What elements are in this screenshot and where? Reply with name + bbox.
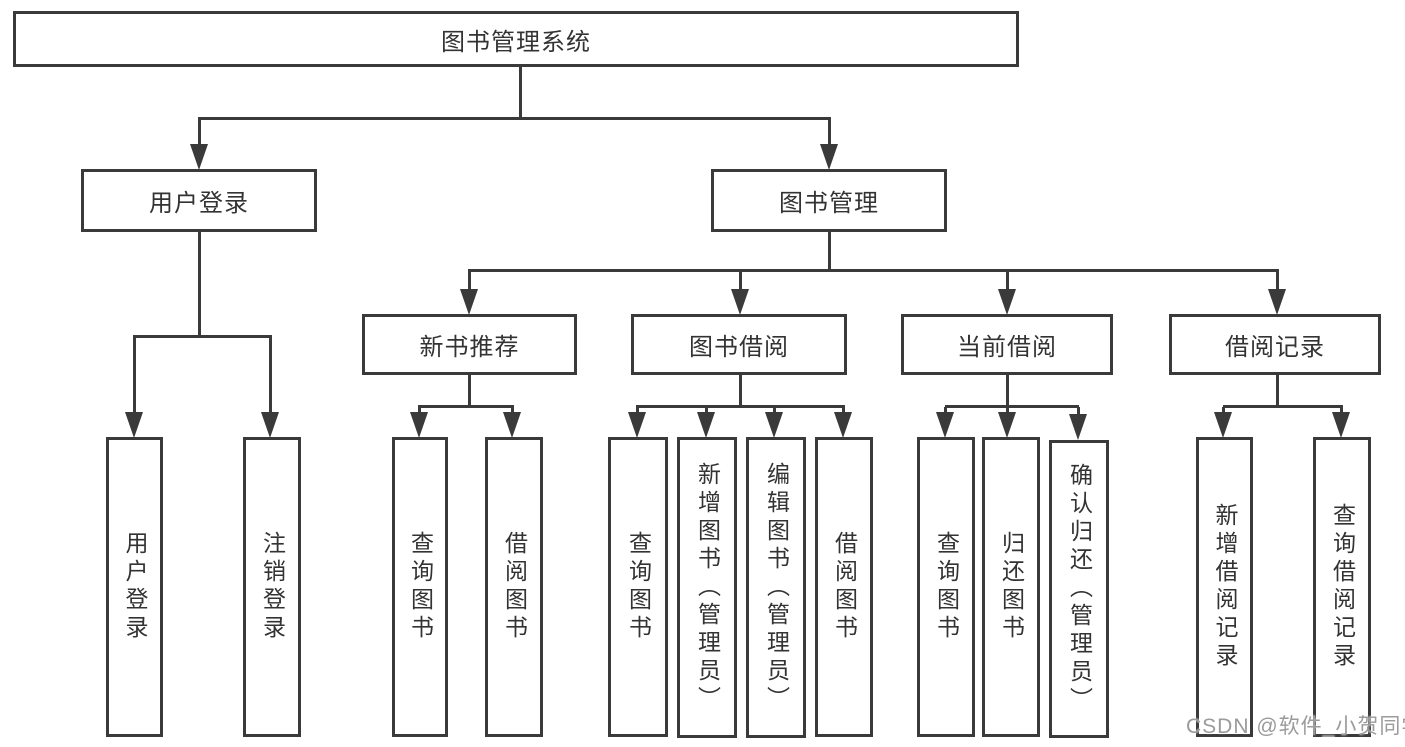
connector-vline-borrow-records: [1276, 374, 1279, 408]
node-book-borrow: 图书借阅: [631, 314, 847, 375]
node-user-login: 用户登录: [81, 169, 317, 232]
leaf-bb-query-books: 查询图书: [608, 437, 668, 737]
connector-arrow-stem: [418, 407, 421, 415]
node-book-borrow-label: 图书借阅: [689, 334, 789, 361]
connector-hline-borrow-records: [1223, 405, 1343, 408]
arrowhead-icon: [731, 289, 749, 315]
leaf-bb-edit-books-admin: 编辑图书（管理员）: [746, 437, 806, 738]
leaf-bb-query-books-label: 查询图书: [625, 531, 652, 643]
leaf-nbr-query-books-label: 查询图书: [407, 531, 434, 643]
connector-arrow-stem: [944, 407, 947, 415]
connector-arrow-stem: [468, 271, 471, 292]
arrowhead-icon: [1268, 289, 1286, 315]
node-user-login-label: 用户登录: [149, 190, 249, 217]
leaf-br-add-record-label: 新增借阅记录: [1212, 503, 1238, 671]
leaf-br-query-record: 查询借阅记录: [1313, 437, 1371, 737]
arrowhead-icon: [410, 412, 428, 438]
node-new-book-recommend: 新书推荐: [362, 314, 577, 375]
leaf-cb-return-books-label: 归还图书: [998, 531, 1025, 643]
arrowhead-icon: [936, 412, 954, 438]
node-new-book-recommend-label: 新书推荐: [419, 334, 520, 361]
arrowhead-icon: [765, 412, 783, 438]
leaf-cb-query-books: 查询图书: [917, 437, 975, 737]
connector-arrow-stem: [739, 271, 742, 292]
leaf-br-add-record: 新增借阅记录: [1196, 437, 1253, 737]
connector-hline-level3: [468, 269, 1279, 272]
arrowhead-icon: [1214, 412, 1232, 438]
connector-arrow-stem: [1222, 407, 1225, 415]
connector-hline-user-login: [133, 335, 272, 338]
leaf-bb-borrow-books: 借阅图书: [815, 437, 873, 737]
connector-vline-current-borrow: [1006, 374, 1009, 408]
node-current-borrow: 当前借阅: [901, 314, 1113, 375]
connector-hline-book-borrow: [636, 405, 845, 408]
arrowhead-icon: [697, 412, 715, 438]
connector-arrow-stem: [269, 337, 272, 415]
arrowhead-icon: [190, 144, 208, 170]
node-current-borrow-label: 当前借阅: [957, 334, 1057, 361]
node-root: 图书管理系统: [13, 11, 1019, 67]
arrowhead-icon: [1332, 412, 1350, 438]
arrowhead-icon: [998, 412, 1016, 438]
arrowhead-icon: [1069, 414, 1087, 440]
connector-arrow-stem: [1340, 407, 1343, 415]
connector-arrow-stem: [133, 337, 136, 415]
connector-hline-current-borrow: [945, 405, 1079, 408]
arrowhead-icon: [460, 289, 478, 315]
leaf-logout: 注销登录: [243, 437, 301, 737]
arrowhead-icon: [820, 144, 838, 170]
node-book-management-label: 图书管理: [779, 190, 879, 217]
connector-arrow-stem: [705, 407, 708, 415]
leaf-cb-return-books: 归还图书: [982, 437, 1040, 737]
node-root-label: 图书管理系统: [441, 28, 591, 56]
connector-hline-new-book-rec: [418, 405, 514, 408]
connector-vline-book-borrow: [739, 374, 742, 408]
arrowhead-icon: [998, 289, 1016, 315]
leaf-cb-confirm-return-admin: 确认归还（管理员）: [1049, 440, 1109, 738]
connector-arrow-stem: [1276, 271, 1279, 292]
leaf-user-login-label: 用户登录: [122, 531, 148, 643]
connector-arrow-stem: [828, 119, 831, 148]
connector-hline-level2: [198, 117, 831, 120]
connector-arrow-stem: [1077, 407, 1080, 417]
connector-vline-root: [519, 66, 522, 120]
arrowhead-icon: [834, 412, 852, 438]
leaf-nbr-borrow-books-label: 借阅图书: [501, 531, 528, 643]
watermark: CSDN @软件_小贺同学: [1186, 715, 1405, 738]
connector-arrow-stem: [198, 119, 201, 148]
arrowhead-icon: [261, 412, 279, 438]
leaf-br-query-record-label: 查询借阅记录: [1329, 503, 1356, 671]
connector-arrow-stem: [1006, 271, 1009, 292]
leaf-nbr-query-books: 查询图书: [392, 437, 448, 737]
arrowhead-icon: [628, 412, 646, 438]
arrowhead-icon: [125, 412, 143, 438]
leaf-logout-label: 注销登录: [259, 531, 286, 643]
connector-arrow-stem: [842, 407, 845, 415]
leaf-bb-borrow-books-label: 借阅图书: [831, 531, 858, 643]
node-borrow-records: 借阅记录: [1169, 314, 1381, 375]
leaf-nbr-borrow-books: 借阅图书: [485, 437, 543, 737]
leaf-bb-edit-books-admin-label: 编辑图书（管理员）: [763, 461, 790, 714]
leaf-bb-add-books-admin: 新增图书（管理员）: [677, 437, 737, 738]
connector-vline-user-login: [198, 231, 201, 338]
connector-vline-new-book-rec: [468, 374, 471, 408]
leaf-bb-add-books-admin-label: 新增图书（管理员）: [694, 461, 721, 714]
leaf-cb-confirm-return-admin-label: 确认归还（管理员）: [1066, 463, 1093, 715]
connector-arrow-stem: [1006, 407, 1009, 415]
leaf-cb-query-books-label: 查询图书: [933, 531, 960, 643]
leaf-user-login: 用户登录: [106, 437, 163, 737]
connector-arrow-stem: [636, 407, 639, 415]
node-borrow-records-label: 借阅记录: [1225, 334, 1325, 361]
connector-arrow-stem: [773, 407, 776, 415]
connector-arrow-stem: [511, 407, 514, 415]
node-book-management: 图书管理: [711, 169, 947, 232]
arrowhead-icon: [503, 412, 521, 438]
connector-vline-book-mgmt: [828, 231, 831, 272]
